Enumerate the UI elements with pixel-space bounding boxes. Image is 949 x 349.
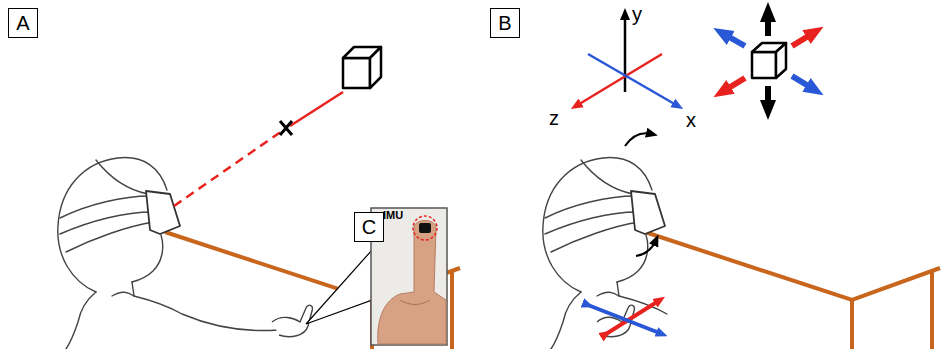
cube-face	[370, 47, 381, 88]
y-axis	[624, 14, 627, 92]
rotate-arrow	[625, 133, 652, 146]
sensor-label: IMU	[383, 210, 403, 221]
axis-label: z	[549, 108, 559, 128]
move-x-arrow	[792, 76, 815, 90]
callout-pointer	[306, 250, 372, 324]
finger-photo	[378, 221, 446, 345]
cube-a	[343, 47, 381, 88]
axis-label: y	[632, 4, 642, 24]
axis-triad	[576, 14, 678, 106]
move-z-arrow	[792, 32, 815, 46]
finger-x-arrow	[588, 305, 662, 334]
panel-letter: B	[498, 13, 511, 33]
panel-label-box: B	[490, 8, 520, 38]
cross-mark	[280, 121, 292, 135]
rotate-arrow	[636, 240, 656, 256]
pointing-hand	[272, 305, 312, 337]
cube-face	[752, 52, 776, 78]
move-z-arrow	[722, 78, 745, 92]
move-down-arrow	[765, 86, 771, 110]
head-with-headset	[58, 158, 182, 349]
desk-outline	[165, 232, 940, 349]
user-figure-a	[58, 158, 313, 349]
x-axis	[588, 54, 678, 106]
cube-face	[343, 58, 370, 88]
imu-sensor	[419, 223, 431, 233]
move-x-arrow	[722, 33, 745, 46]
ray-solid	[290, 92, 343, 126]
ray-dashed	[174, 131, 282, 206]
panel-label-box: C	[354, 212, 384, 242]
arm-line	[182, 314, 278, 330]
head-rotation-arrows	[625, 133, 656, 256]
gaze-ray	[174, 92, 343, 206]
panel-letter: C	[362, 217, 376, 237]
cube-b	[722, 12, 815, 110]
move-up-arrow	[765, 12, 771, 36]
panel-letter: A	[16, 13, 29, 33]
user-figure-b	[543, 158, 670, 349]
axis-label: x	[686, 110, 696, 130]
head-with-headset	[543, 158, 667, 349]
inset-photo	[306, 208, 447, 345]
cube-b	[752, 43, 786, 78]
knuckle-line	[400, 300, 430, 305]
cube-face	[776, 43, 786, 78]
imu-highlight-circle	[413, 216, 437, 240]
finger-motion-arrows	[588, 300, 662, 334]
z-axis	[576, 54, 662, 106]
desk-b	[645, 232, 940, 349]
panel-label-box: A	[8, 8, 38, 38]
